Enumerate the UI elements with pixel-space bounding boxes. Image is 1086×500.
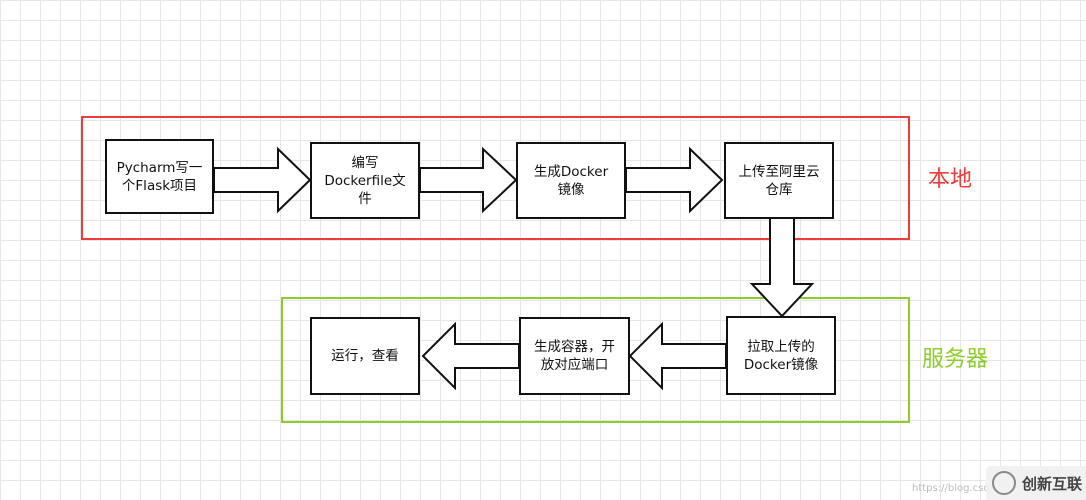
server-group-frame [281, 297, 910, 423]
node-create-container: 生成容器，开 放对应端口 [519, 317, 630, 395]
node-upload-aliyun: 上传至阿里云 仓库 [724, 142, 834, 219]
node-create-container-text: 生成容器，开 放对应端口 [534, 339, 615, 373]
arrow-upload-to-pull [749, 217, 815, 318]
node-pycharm: Pycharm写一 个Flask项目 [105, 139, 214, 214]
watermark-url: https://blog.csdn [912, 483, 997, 494]
node-dockerfile-text: 编写 Dockerfile文 件 [324, 154, 406, 207]
arrow-build-to-upload [625, 146, 724, 214]
arrow-pull-to-container [628, 321, 727, 391]
node-run-view-text: 运行，查看 [331, 348, 399, 364]
local-group-frame [81, 116, 910, 240]
node-run-view: 运行，查看 [310, 317, 420, 395]
watermark: 创新互联 [986, 466, 1086, 500]
watermark-text: 创新互联 [1022, 474, 1083, 493]
node-pycharm-text: Pycharm写一 个Flask项目 [116, 159, 203, 194]
arrow-pycharm-to-dockerfile [213, 146, 312, 214]
node-pull-image-text: 拉取上传的 Docker镜像 [743, 338, 819, 373]
node-dockerfile: 编写 Dockerfile文 件 [310, 142, 420, 219]
server-group-label: 服务器 [922, 347, 989, 372]
node-build-image: 生成Docker 镜像 [516, 142, 626, 219]
arrow-container-to-run [421, 321, 520, 391]
node-pull-image: 拉取上传的 Docker镜像 [726, 316, 836, 395]
watermark-logo-icon [992, 471, 1016, 495]
node-build-image-text: 生成Docker 镜像 [533, 163, 609, 198]
arrow-dockerfile-to-build [419, 146, 518, 214]
node-upload-aliyun-text: 上传至阿里云 仓库 [738, 163, 820, 198]
local-group-label: 本地 [928, 167, 973, 192]
